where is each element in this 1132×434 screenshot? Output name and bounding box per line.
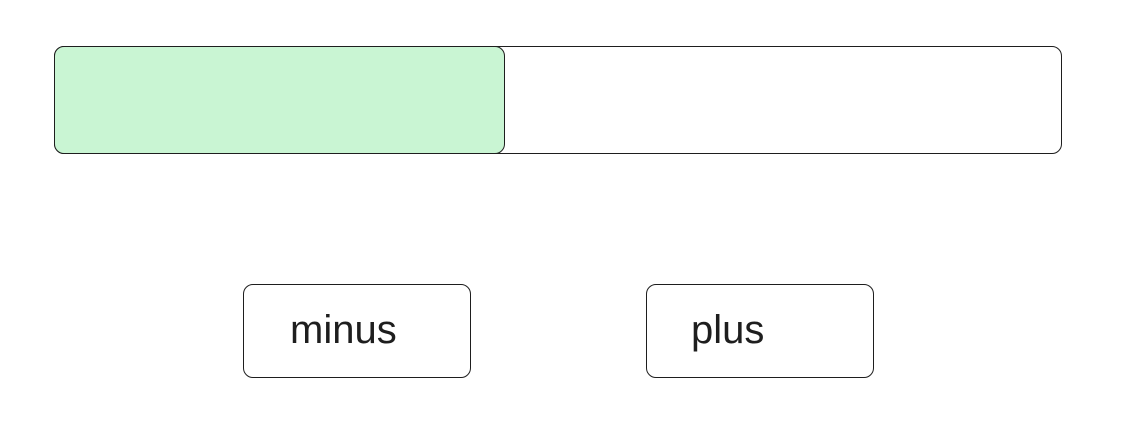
minus-button[interactable]: minus (243, 284, 471, 378)
plus-button[interactable]: plus (646, 284, 874, 378)
progress-bar (53, 45, 1062, 154)
progress-bar-fill (53, 45, 505, 154)
minus-button-label: minus (290, 308, 397, 352)
plus-button-label: plus (691, 308, 765, 352)
